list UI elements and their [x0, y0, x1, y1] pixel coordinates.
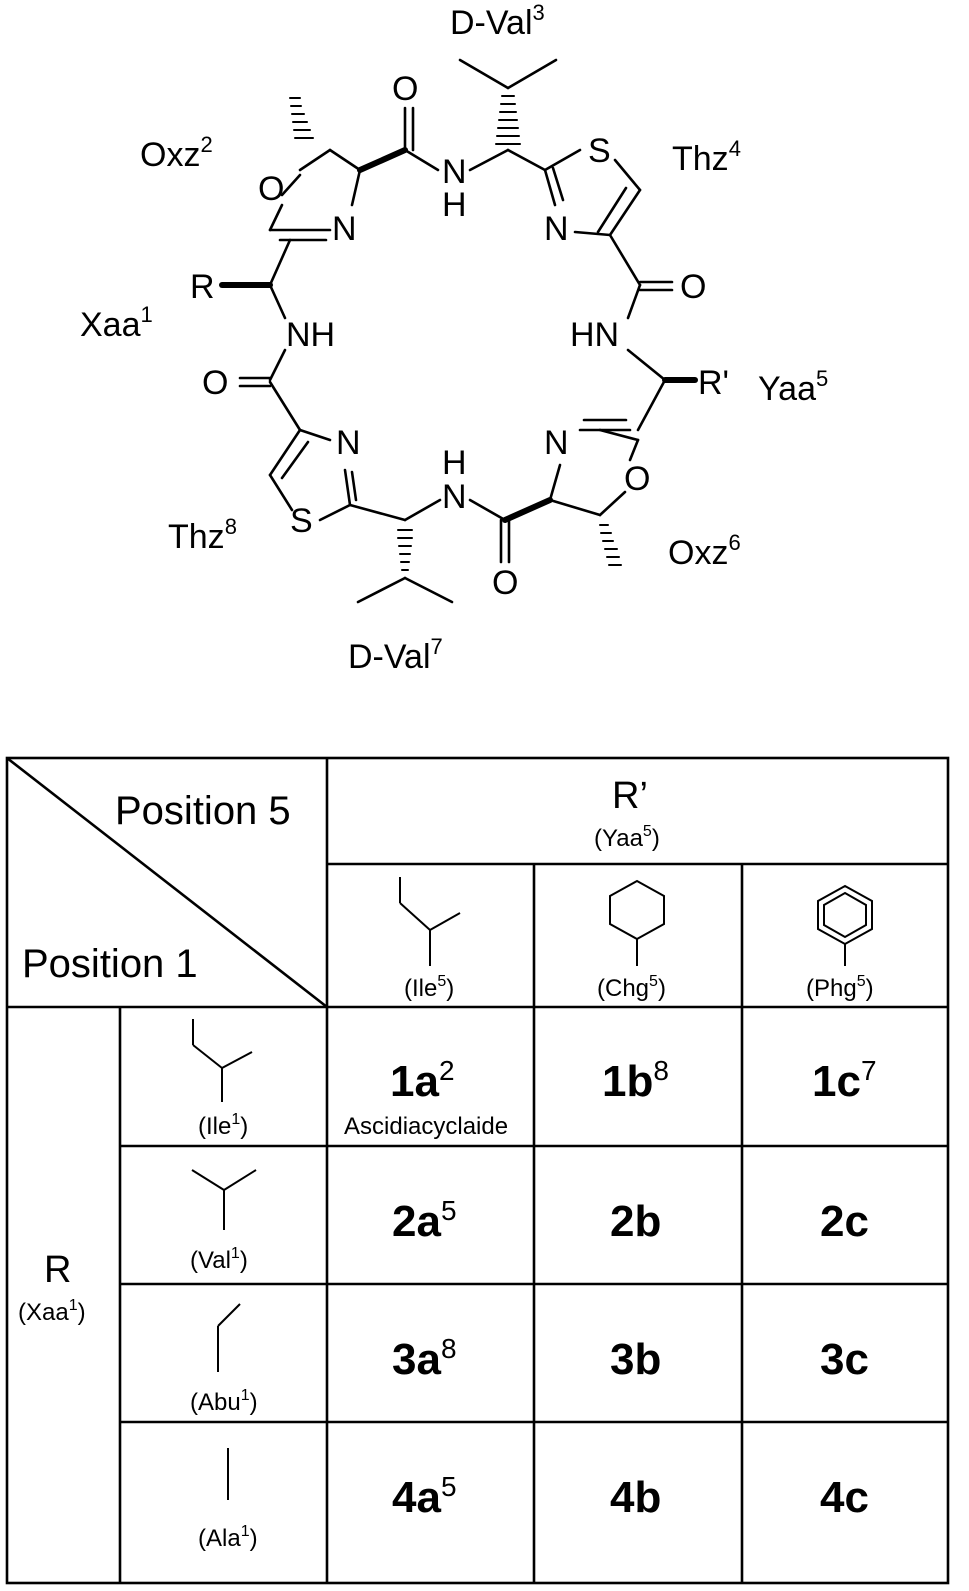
structure-sec-butyl-col: [399, 877, 461, 966]
atom-nh-left: NH: [286, 316, 335, 354]
structure-isopropyl-row: [191, 1169, 257, 1230]
cell-4b: 4b: [610, 1473, 661, 1522]
atom-o-ring6: O: [624, 460, 650, 498]
label-xaa1: Xaa1: [80, 302, 153, 344]
label-dval3: D-Val3: [450, 0, 545, 42]
col-group-sub: (Yaa5): [594, 823, 660, 852]
cell-3a: 3a8: [392, 1333, 457, 1384]
structure-sec-butyl-row: [192, 1019, 253, 1102]
atom-o-right: O: [680, 268, 706, 306]
atom-n-amide-bottom: N: [442, 478, 467, 516]
cell-4c: 4c: [820, 1473, 869, 1522]
cell-1a: 1a2: [390, 1055, 455, 1106]
structure-ethyl-row: [217, 1303, 241, 1372]
cell-1a-note: Ascidiacyclaide: [344, 1113, 508, 1140]
label-yaa5: Yaa5: [758, 366, 828, 408]
row-structures: [191, 1019, 257, 1500]
analog-table: [5, 756, 950, 1585]
atom-h-amide-bottom: H: [442, 444, 467, 482]
compound-cells: 1a2 Ascidiacyclaide 1b8 1c7 2a5 2b 2c 3a…: [344, 1055, 877, 1522]
atom-o-left: O: [202, 364, 228, 402]
hash-bond-oxz2: [289, 97, 314, 139]
macrocycle-structure: [219, 58, 698, 604]
col-group-label: R’: [612, 775, 648, 817]
structure-cyclohexyl-col: [609, 879, 665, 966]
atom-n-ring6: N: [544, 424, 569, 462]
row-group-sub: (Xaa1): [18, 1297, 86, 1326]
residue-labels: D-Val3 Oxz2 Thz4 Xaa1 Yaa5 Thz8 Oxz6 D-V…: [80, 0, 828, 676]
cell-3c: 3c: [820, 1335, 869, 1384]
cell-2b: 2b: [610, 1197, 661, 1246]
atom-n-ring8: N: [336, 424, 361, 462]
atom-o-bottom: O: [492, 564, 518, 602]
cell-2c: 2c: [820, 1197, 869, 1246]
row-name-ala1: (Ala1): [198, 1523, 258, 1552]
hash-bond-dval3: [495, 95, 521, 145]
cell-2a: 2a5: [392, 1195, 457, 1246]
atom-r: R: [190, 268, 215, 306]
col-name-chg5: (Chg5): [597, 973, 666, 1002]
atom-h-amide-top: H: [442, 186, 467, 224]
cell-1b: 1b8: [602, 1055, 669, 1106]
row-name-val1: (Val1): [190, 1245, 248, 1274]
atom-labels: O O N N H S N O R NH HN R' O N S H N N O…: [190, 70, 729, 602]
col-name-phg5: (Phg5): [806, 973, 874, 1002]
structure-phenyl-col: [817, 884, 873, 966]
atom-r-prime: R': [698, 364, 729, 402]
atom-o-ring2: O: [258, 170, 284, 208]
row-name-ile1: (Ile1): [198, 1111, 248, 1140]
hash-bond-oxz6: [599, 524, 622, 566]
col-structures: [399, 877, 873, 966]
cell-3b: 3b: [610, 1335, 661, 1384]
row-name-abu1: (Abu1): [190, 1387, 258, 1416]
atom-n-amide-top: N: [442, 153, 467, 191]
col-name-ile5: (Ile5): [404, 973, 454, 1002]
atom-o-top: O: [392, 70, 418, 108]
atom-n-ring4: N: [544, 210, 569, 248]
atom-n-ring2: N: [332, 210, 357, 248]
cell-4a: 4a5: [392, 1471, 457, 1522]
atom-s-ring8: S: [290, 502, 313, 540]
corner-position-1: Position 1: [22, 942, 198, 986]
label-thz4: Thz4: [672, 136, 741, 178]
label-oxz2: Oxz2: [140, 132, 213, 174]
hash-bond-dval7: [397, 529, 413, 571]
label-oxz6: Oxz6: [668, 530, 741, 572]
corner-position-5: Position 5: [115, 789, 291, 833]
label-dval7: D-Val7: [348, 634, 443, 676]
atom-hn-right: HN: [570, 316, 619, 354]
label-thz8: Thz8: [168, 514, 237, 556]
cell-1c: 1c7: [812, 1055, 877, 1106]
atom-s-ring4: S: [588, 132, 611, 170]
row-group-label: R: [44, 1249, 71, 1291]
